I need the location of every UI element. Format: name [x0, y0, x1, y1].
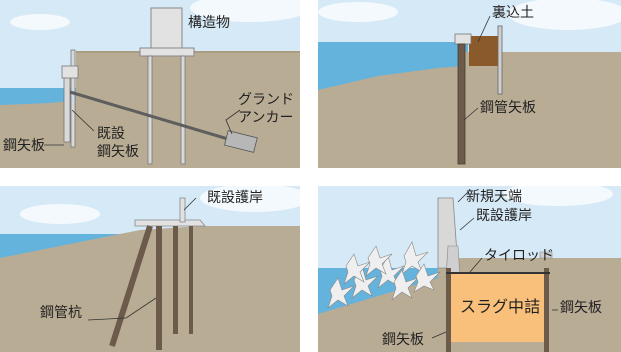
label-structure: 構造物 — [188, 15, 230, 31]
label-sheet-pile-left: 鋼矢板 — [382, 332, 424, 348]
label-backfill: 裏込土 — [492, 4, 534, 21]
label-sheet-pile: 鋼矢板 — [3, 138, 45, 154]
seabed — [0, 226, 300, 352]
cloud — [10, 14, 70, 30]
vertical-pile — [173, 226, 178, 334]
leader-line — [183, 197, 197, 211]
label-pipe-sheet-pile: 鋼管矢板 — [480, 100, 536, 116]
cloud — [190, 0, 300, 22]
cloud — [20, 204, 100, 224]
panel-steel-pipe-pile: 既設護岸 鋼管杭 — [0, 186, 300, 352]
label-new-crest: 新規天端 — [466, 189, 522, 205]
leader-line — [225, 109, 241, 135]
seabed — [0, 100, 80, 168]
vertical-pile — [156, 226, 162, 350]
cap-right — [539, 251, 553, 259]
anchor-pile — [497, 25, 503, 95]
leader-line — [431, 331, 447, 339]
label-slag-fill: スラグ中詰 — [460, 297, 540, 316]
label-ground-anchor-2: アンカー — [238, 110, 293, 126]
panel-pipe-sheet-pile: 裏込土 鋼管矢板 — [318, 0, 621, 168]
existing-sheet-pile — [70, 49, 76, 148]
panel-ground-anchor: 構造物 グランド アンカー 鋼矢板 既設 鋼矢板 — [0, 0, 300, 168]
slag-fill — [446, 272, 548, 342]
label-ground-anchor-1: グランド — [238, 92, 294, 108]
cloud — [503, 186, 613, 206]
leader-line — [71, 109, 95, 132]
existing-revetment — [179, 197, 186, 223]
leader-line — [469, 257, 483, 273]
new-sheet-pile — [63, 67, 71, 143]
label-sheet-pile-right: 鋼矢板 — [560, 300, 602, 316]
leader-line — [477, 15, 491, 43]
label-existing-2: 鋼矢板 — [97, 144, 139, 160]
raked-pile — [109, 225, 153, 347]
leader-line — [87, 317, 127, 321]
cloud — [318, 2, 398, 22]
label-existing-1: 既設 — [97, 126, 125, 142]
cloud — [200, 186, 300, 212]
seabed — [318, 274, 448, 352]
leader-line — [463, 107, 479, 121]
label-existing-revetment: 既設護岸 — [207, 190, 263, 206]
label-tie-rod: タイロッド — [484, 248, 554, 264]
tetrapods — [327, 241, 441, 309]
structure-pile — [147, 55, 153, 165]
structure-base — [139, 47, 195, 57]
deck — [134, 219, 206, 227]
label-existing-revetment: 既設護岸 — [476, 208, 532, 224]
vertical-pile — [189, 226, 193, 334]
leader-line — [125, 297, 157, 319]
structure-pile — [180, 55, 186, 165]
backfill — [469, 36, 502, 66]
sheet-pile-right — [544, 268, 549, 352]
pile-cap — [61, 65, 79, 79]
pipe-sheet-pile — [457, 43, 466, 165]
anchor-tendon — [69, 90, 239, 144]
label-steel-pipe-pile: 鋼管杭 — [40, 305, 82, 321]
panel-slag-fill: 新規天端 既設護岸 タイロッド スラグ中詰 鋼矢板 鋼矢板 — [318, 186, 621, 352]
structure-box — [150, 7, 183, 49]
cloud — [508, 0, 621, 30]
anchor-block — [224, 130, 258, 153]
leader-line — [459, 217, 475, 231]
leader-line — [457, 191, 469, 203]
sheet-pile-left — [446, 268, 451, 352]
cap — [454, 33, 472, 45]
seabed — [318, 66, 463, 168]
